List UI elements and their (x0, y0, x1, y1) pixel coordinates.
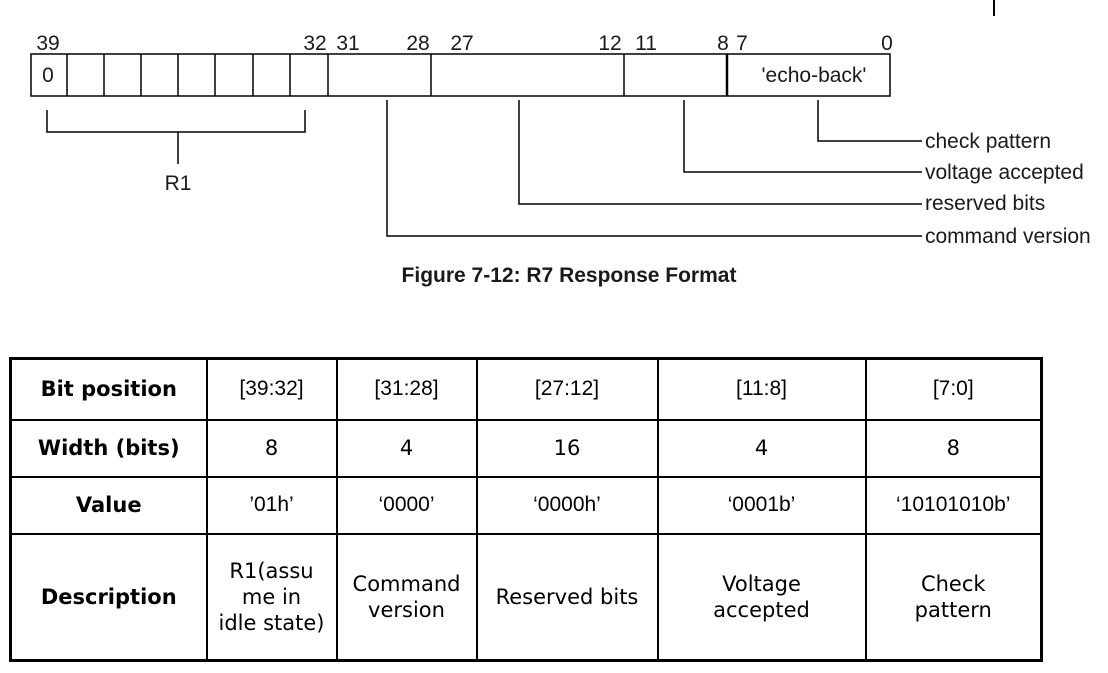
description-line: version (368, 597, 445, 622)
r7-field-table: Bit position [39:32] [31:28] [27:12] [11… (9, 357, 1043, 662)
table-row-width: Width (bits) 8 4 16 4 8 (9, 418, 1043, 478)
table-row-bit-position: Bit position [39:32] [31:28] [27:12] [11… (9, 357, 1043, 421)
callout-voltage-accepted: voltage accepted (925, 161, 1084, 184)
value-voltage: ‘0001b’ (656, 475, 867, 535)
bit-label-28: 28 (406, 32, 429, 55)
value-r1: ’01h’ (205, 475, 338, 535)
row-header-bit-position: Bit position (9, 357, 208, 421)
value-check-pattern: ‘10101010b’ (864, 475, 1043, 535)
description-line: R1(assu (229, 558, 314, 583)
description-voltage: Voltage accepted (656, 532, 867, 662)
row-header-value: Value (9, 475, 208, 535)
row-header-description: Description (9, 532, 208, 662)
description-r1: R1(assu me in idle state) (205, 532, 338, 662)
bit-label-12: 12 (598, 32, 621, 55)
bit-label-27: 27 (450, 32, 473, 55)
description-line: pattern (914, 597, 992, 622)
figure-caption: Figure 7-12: R7 Response Format (401, 264, 737, 287)
bit-position-27-12: [27:12] (475, 357, 659, 421)
bit-position-11-8: [11:8] (656, 357, 867, 421)
description-reserved: Reserved bits (475, 532, 659, 662)
bit-position-39-32: [39:32] (205, 357, 338, 421)
description-command-version: Command version (335, 532, 478, 662)
callout-check-pattern: check pattern (925, 130, 1051, 153)
description-line: Reserved bits (495, 584, 639, 609)
description-line: Command (352, 571, 461, 596)
register-bar (30, 53, 891, 97)
reserved-bits-leader (518, 100, 922, 205)
width-r1: 8 (205, 418, 338, 478)
bit-label-0: 0 (881, 32, 893, 55)
bit-label-39: 39 (36, 32, 59, 55)
width-reserved: 16 (475, 418, 659, 478)
check-pattern-leader (817, 100, 922, 142)
width-voltage: 4 (656, 418, 867, 478)
bit-label-31: 31 (336, 32, 359, 55)
bit-number-labels: 39 32 31 28 27 12 11 8 7 0 (36, 32, 893, 55)
bit-position-7-0: [7:0] (864, 357, 1043, 421)
callout-labels: check pattern voltage accepted reserved … (925, 130, 1091, 248)
bit-label-7: 7 (736, 32, 748, 55)
callout-lines (386, 100, 922, 237)
callout-reserved-bits: reserved bits (925, 192, 1045, 215)
description-check-pattern: Check pattern (864, 532, 1043, 662)
r7-response-format-diagram: 39 32 31 28 27 12 11 8 7 0 0 'echo-back'… (30, 0, 1091, 248)
table-row-description: Description R1(assu me in idle state) Co… (9, 532, 1043, 662)
width-command-version: 4 (335, 418, 478, 478)
bit-position-31-28: [31:28] (335, 357, 478, 421)
value-reserved: ‘0000h’ (475, 475, 659, 535)
echo-back-field: 'echo-back' (762, 64, 867, 87)
bit-label-8: 8 (717, 32, 729, 55)
first-cell-value: 0 (42, 64, 54, 87)
r1-label: R1 (165, 172, 192, 195)
description-line: me in (241, 584, 302, 609)
description-line: Voltage (722, 571, 801, 596)
width-check-pattern: 8 (864, 418, 1043, 478)
callout-command-version: command version (925, 225, 1091, 248)
row-header-width: Width (bits) (9, 418, 208, 478)
command-version-leader (386, 100, 922, 237)
description-line: idle state) (218, 610, 325, 635)
bit-label-32: 32 (303, 32, 326, 55)
bit-label-11: 11 (635, 32, 657, 55)
table-row-value: Value ’01h’ ‘0000’ ‘0000h’ ‘0001b’ ‘1010… (9, 475, 1043, 535)
voltage-accepted-leader (683, 100, 922, 173)
value-command-version: ‘0000’ (335, 475, 478, 535)
description-line: Check (920, 571, 986, 596)
register-outline (30, 53, 891, 97)
description-line: accepted (713, 597, 810, 622)
r1-bracket (46, 110, 306, 164)
